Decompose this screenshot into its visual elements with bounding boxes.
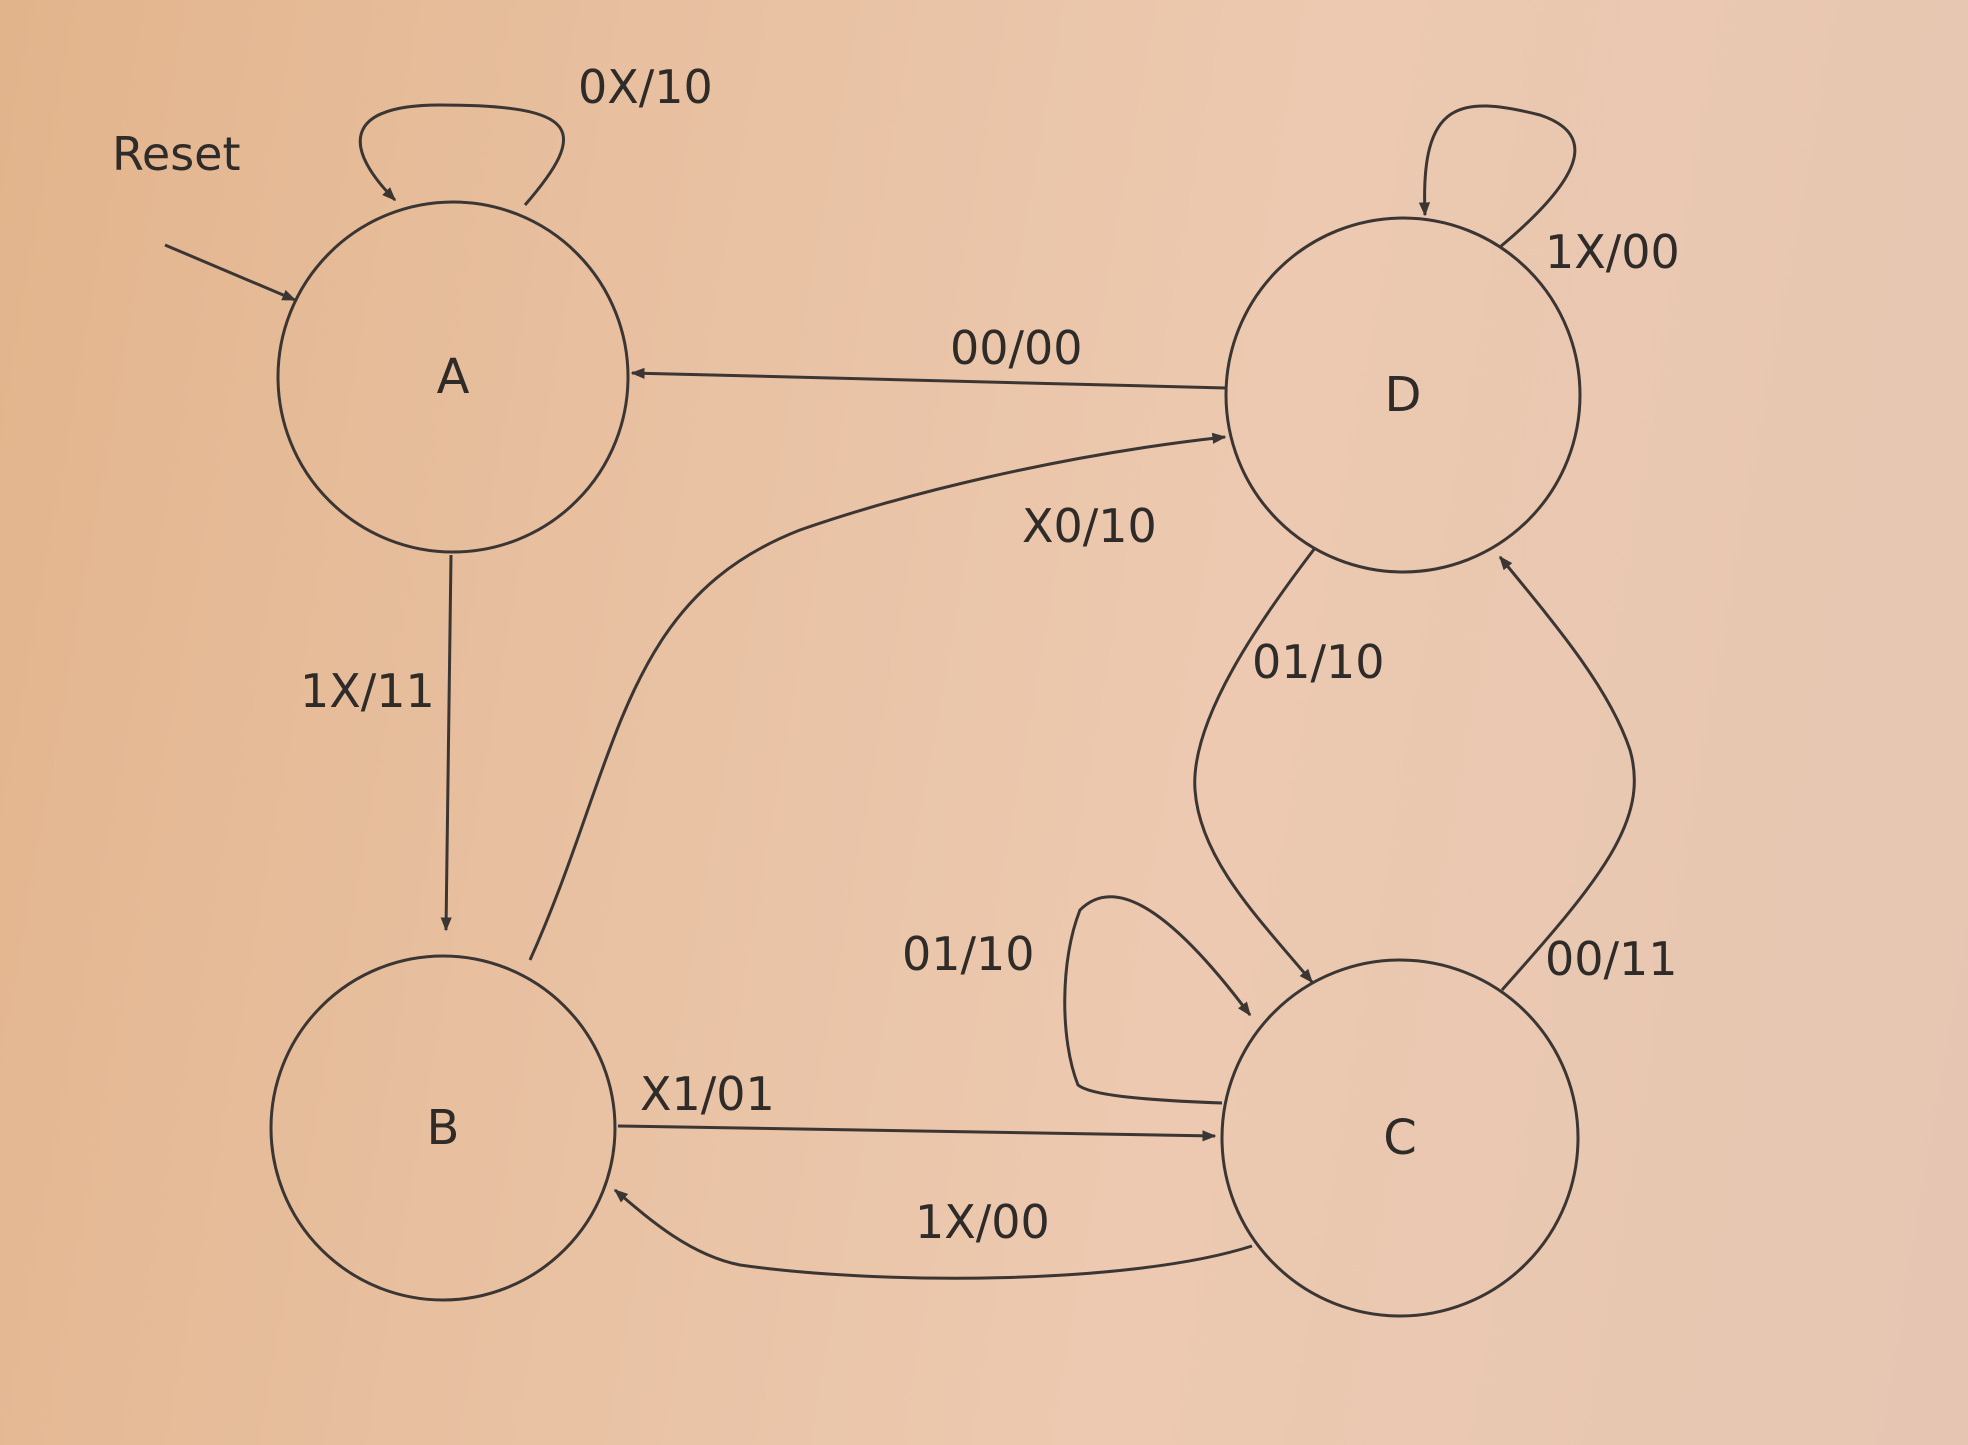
edge-c-b [613, 1188, 1253, 1280]
state-d-label: D [1385, 367, 1422, 423]
state-c [1220, 958, 1580, 1318]
edge-a-a-label: 0X/10 [578, 60, 713, 114]
edge-d-a [630, 367, 1227, 390]
state-b [269, 954, 617, 1302]
edge-d-d-label: 1X/00 [1545, 225, 1680, 279]
edge-a-b-label: 1X/11 [300, 664, 435, 718]
edge-d-d [1418, 104, 1577, 249]
state-d [1224, 216, 1582, 574]
edge-c-c [1063, 895, 1252, 1105]
edge-c-b-label: 1X/00 [915, 1195, 1050, 1249]
reset-label: Reset [112, 127, 241, 181]
state-c-label: C [1383, 1110, 1417, 1166]
edge-d-c-label: 01/10 [1252, 635, 1385, 689]
edge-c-c-label: 01/10 [902, 927, 1035, 981]
edge-d-a-label: 00/00 [950, 321, 1083, 375]
state-b-label: B [427, 1100, 460, 1156]
edge-b-c-label: X1/01 [640, 1067, 775, 1121]
edge-b-d-label: X0/10 [1022, 499, 1157, 553]
edge-c-d-label: 00/11 [1545, 932, 1678, 986]
edge-b-c [617, 1124, 1217, 1142]
edge-d-c [1193, 547, 1317, 984]
state-a-label: A [437, 349, 470, 405]
edge-a-a [358, 103, 565, 206]
reset-arrow [164, 243, 297, 302]
edge-b-d [528, 432, 1227, 961]
edge-a-b [440, 554, 453, 932]
state-a [276, 200, 630, 554]
edge-c-d [1498, 555, 1636, 991]
